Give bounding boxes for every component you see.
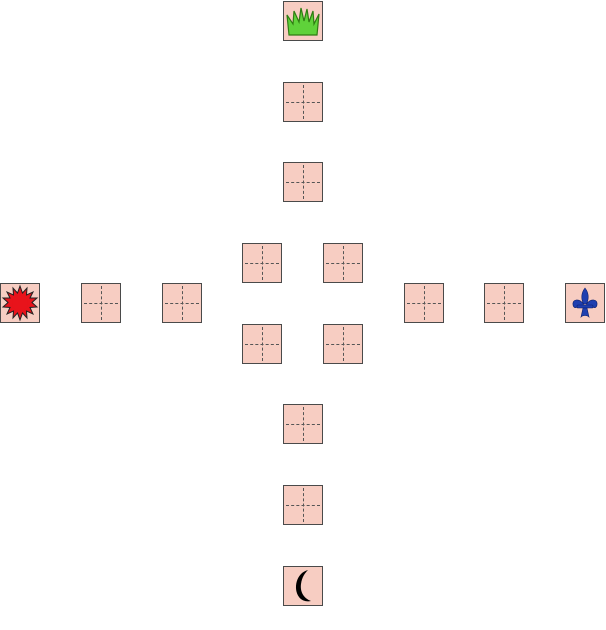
crescent-moon-icon (296, 570, 311, 602)
board-square[interactable] (242, 243, 282, 283)
fleur-de-lis-icon (572, 287, 598, 318)
grass-icon (286, 7, 320, 36)
board-square[interactable] (323, 324, 363, 364)
board-square[interactable] (323, 243, 363, 283)
board-square[interactable] (81, 283, 121, 323)
symbol-tile-top[interactable] (283, 1, 323, 41)
board-square[interactable] (283, 404, 323, 444)
symbol-tile-right[interactable] (565, 283, 605, 323)
board-square[interactable] (283, 82, 323, 122)
board-square[interactable] (404, 283, 444, 323)
symbol-tile-bottom[interactable] (283, 566, 323, 606)
board-square[interactable] (162, 283, 202, 323)
board-square[interactable] (283, 485, 323, 525)
board-square[interactable] (283, 162, 323, 202)
symbol-tile-left[interactable] (0, 283, 40, 323)
board-square[interactable] (484, 283, 524, 323)
board-square[interactable] (242, 324, 282, 364)
sun-icon (1, 284, 39, 322)
